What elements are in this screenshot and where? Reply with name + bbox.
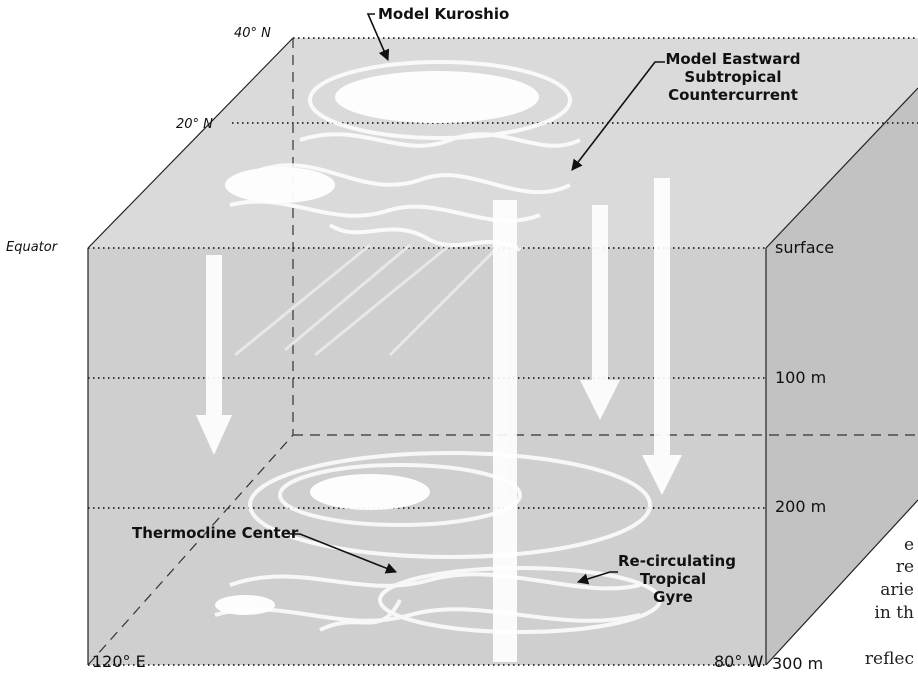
subtropical-gyre-ellipse <box>225 167 335 203</box>
gyre-line: Re-circulating <box>618 552 736 570</box>
flow-streak <box>284 243 411 352</box>
depth-100-label: 100 m <box>775 368 827 387</box>
kuroshio-callout: Model Kuroshio <box>378 5 510 23</box>
countercurrent-line: Subtropical <box>684 68 782 86</box>
gyre-ring <box>308 60 572 140</box>
lon-west-label: 120° E <box>92 652 146 671</box>
meander-path <box>299 132 581 148</box>
depth-surface-label: surface <box>775 238 835 257</box>
downwelling-arrow <box>580 205 620 420</box>
recirc-path <box>319 599 402 632</box>
countercurrent-line: Model Eastward <box>665 50 801 68</box>
hidden-edge <box>87 434 294 666</box>
meander-path <box>259 163 571 195</box>
flow-streak <box>234 243 371 357</box>
side-text-fragment: arie <box>880 580 914 600</box>
side-text-fragment: in th <box>874 603 914 623</box>
downwelling-arrow <box>642 178 682 495</box>
gyre-line: Gyre <box>653 588 693 606</box>
depth-300-label: 300 m <box>772 654 824 673</box>
meander-path <box>328 223 522 252</box>
countercurrent-leader <box>571 61 665 171</box>
central-column <box>493 200 517 662</box>
recirc-path <box>214 607 641 623</box>
box-edge <box>87 37 294 249</box>
flow-streak <box>388 243 502 357</box>
side-text-fragment: re <box>895 557 914 577</box>
downwelling-arrow <box>196 255 232 455</box>
equator-label: Equator <box>6 240 58 255</box>
side-text-fragment: reflec <box>864 649 914 669</box>
lat-40n-label: 40° N <box>234 26 271 41</box>
countercurrent-line: Countercurrent <box>668 86 798 104</box>
kuroshio-leader <box>366 13 390 62</box>
kuroshio-gyre-ellipse <box>335 71 539 123</box>
thermocline-core <box>310 474 430 510</box>
depth-200-label: 200 m <box>775 497 827 516</box>
gyre-ring <box>378 566 662 634</box>
lat-20n-label: 20° N <box>176 117 213 132</box>
thermocline-ring <box>248 451 652 559</box>
thermocline-leader <box>290 533 398 574</box>
countercurrent-callout: Model Eastward Subtropical Countercurren… <box>658 50 808 104</box>
side-text-fragment: e <box>903 535 914 555</box>
gyre-callout: Re-circulating Tropical Gyre <box>618 552 736 606</box>
flow-streak <box>314 243 451 357</box>
gyre-line: Tropical <box>639 570 707 588</box>
recirc-path <box>229 572 641 591</box>
box-edge <box>765 499 918 666</box>
gyre-leader <box>576 571 618 585</box>
box-edge <box>765 87 918 249</box>
lon-east-label: 80° W <box>714 652 764 671</box>
thermocline-callout: Thermocline Center <box>132 524 299 542</box>
thermocline-ring <box>278 463 522 527</box>
box-right-face <box>766 88 918 665</box>
